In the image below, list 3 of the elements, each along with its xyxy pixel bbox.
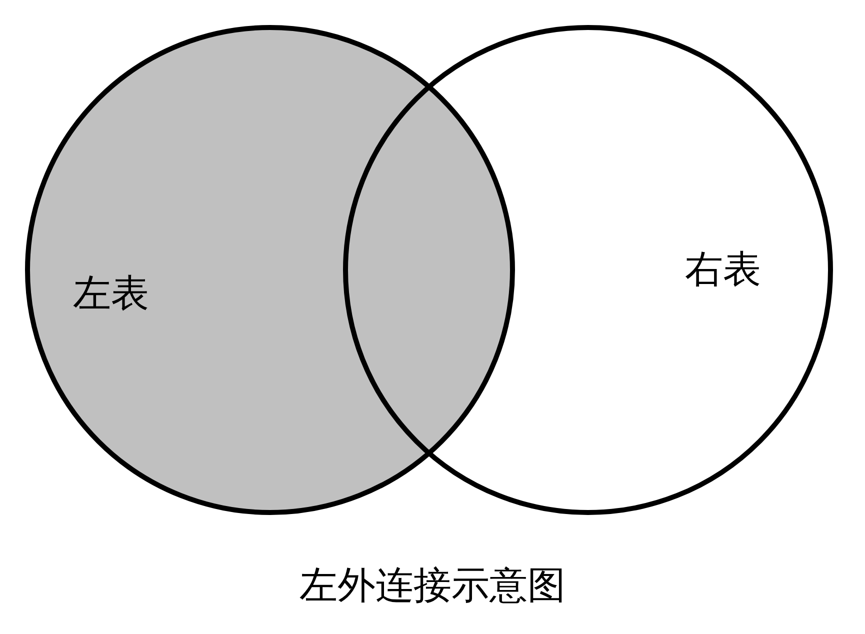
set-label: 左表: [73, 271, 149, 315]
set-label: 右表: [685, 247, 761, 291]
caption: 左外连接示意图: [300, 563, 566, 607]
